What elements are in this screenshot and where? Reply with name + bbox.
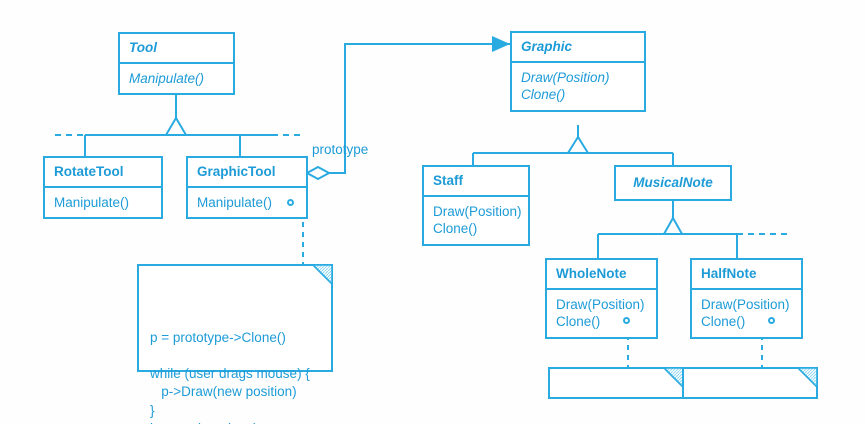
- class-box-halfnote[interactable]: HalfNote Draw(Position) Clone(): [690, 258, 803, 340]
- class-box-graphictool[interactable]: GraphicTool Manipulate(): [186, 156, 308, 220]
- class-box-tool[interactable]: Tool Manipulate(): [118, 32, 235, 96]
- note-graphictool-manipulate: p = prototype->Clone() while (user drags…: [137, 264, 333, 424]
- generalization-musicalnote: [597, 200, 790, 258]
- operation: Clone(): [701, 314, 746, 330]
- class-name-wholenote: WholeNote: [547, 260, 656, 290]
- note-text: p = prototype->Clone() while (user drags…: [150, 330, 310, 424]
- operation: Clone(): [433, 221, 478, 237]
- generalization-tool: [55, 92, 305, 156]
- class-operations-wholenote: Draw(Position) Clone(): [547, 290, 656, 338]
- class-operations-graphictool: Manipulate(): [188, 188, 306, 218]
- note-fold-icon: [664, 368, 683, 387]
- class-operations-staff: Draw(Position) Clone(): [424, 197, 528, 245]
- operation: Draw(Position): [521, 69, 610, 85]
- class-operations-rotatetool: Manipulate(): [45, 188, 161, 218]
- class-name-musicalnote: MusicalNote: [633, 175, 713, 190]
- operation: Draw(Position): [701, 296, 790, 312]
- class-box-rotatetool[interactable]: RotateTool Manipulate(): [43, 156, 163, 220]
- association-label-prototype: prototype: [312, 142, 369, 157]
- class-name-rotatetool: RotateTool: [45, 158, 161, 188]
- note-halfnote-clone: return copy of self: [682, 367, 818, 399]
- operation: Manipulate(): [197, 194, 273, 210]
- class-box-musicalnote[interactable]: MusicalNote: [614, 165, 732, 201]
- class-name-halfnote: HalfNote: [692, 260, 801, 290]
- note-anchor-manipulate: [287, 198, 294, 206]
- note-anchor-clone-halfnote: [768, 316, 775, 324]
- class-operations-tool: Manipulate(): [120, 64, 233, 94]
- operation: Draw(Position): [556, 296, 645, 312]
- class-name-tool: Tool: [120, 34, 233, 64]
- note-wholenote-clone: return copy of self: [548, 367, 684, 399]
- class-name-graphictool: GraphicTool: [188, 158, 306, 188]
- operation: Manipulate(): [129, 70, 205, 86]
- class-name-graphic: Graphic: [512, 33, 644, 63]
- note-anchor-clone-wholenote: [623, 316, 630, 324]
- class-box-staff[interactable]: Staff Draw(Position) Clone(): [422, 165, 530, 247]
- operation: Clone(): [556, 314, 601, 330]
- operation: Manipulate(): [54, 194, 130, 210]
- class-box-wholenote[interactable]: WholeNote Draw(Position) Clone(): [545, 258, 658, 340]
- note-fold-icon: [798, 368, 817, 387]
- class-box-graphic[interactable]: Graphic Draw(Position) Clone(): [510, 31, 646, 113]
- class-name-staff: Staff: [424, 167, 528, 197]
- aggregation-prototype: [304, 36, 510, 181]
- generalization-graphic: [472, 125, 674, 165]
- note-fold-icon: [313, 265, 332, 284]
- operation: Clone(): [521, 87, 566, 103]
- operation: Draw(Position): [433, 203, 522, 219]
- class-operations-halfnote: Draw(Position) Clone(): [692, 290, 801, 338]
- class-operations-graphic: Draw(Position) Clone(): [512, 63, 644, 111]
